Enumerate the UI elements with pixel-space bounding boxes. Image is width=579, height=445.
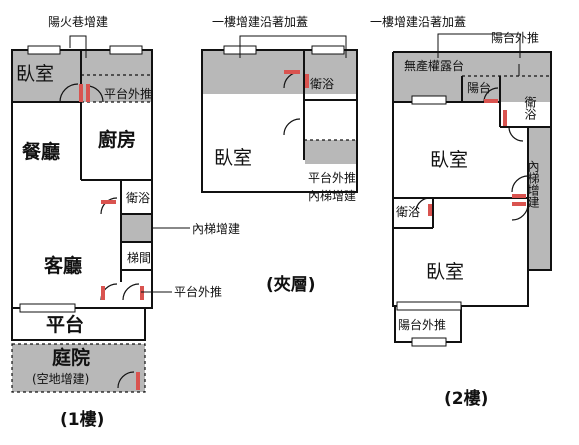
f1-kitchen-label: 廚房 bbox=[98, 128, 136, 151]
f2-bathroom-left-label: 衛浴 bbox=[396, 205, 420, 219]
f2-roof-leader bbox=[437, 33, 521, 58]
mz-roof-addition-label: 一樓增建沿著加蓋 bbox=[212, 14, 308, 29]
f2-terrace-label: 無產權露台 bbox=[404, 58, 464, 73]
f1-living-label: 客廳 bbox=[44, 254, 82, 277]
f2-balcony-push-top-label: 陽台外推 bbox=[491, 30, 539, 45]
f2-balcony-small-label: 陽台 bbox=[467, 80, 491, 95]
f1-fire-lane-leader bbox=[69, 35, 87, 58]
f1-courtyard-outline bbox=[11, 343, 146, 393]
f2-inner-stair-shade bbox=[528, 127, 550, 270]
mz-caption: (夾層) bbox=[266, 275, 316, 295]
f1-fire-lane-label: 陽火巷增建 bbox=[48, 15, 108, 29]
f1-stairs-label: 梯間 bbox=[127, 251, 151, 265]
f2-roof-addition-label: 一樓增建沿著加蓋 bbox=[370, 14, 466, 29]
mezzanine-plan: 一樓增建沿著加蓋 衛浴 臥室 平台外推 內梯增建 (夾層) bbox=[201, 14, 358, 295]
f2-bedroom-bottom-label: 臥室 bbox=[426, 261, 464, 283]
f1-courtyard-note: (空地增建) bbox=[32, 372, 89, 386]
f2-balcony-push-bottom-label: 陽台外推 bbox=[398, 317, 446, 332]
f1-door-accent-1 bbox=[79, 84, 83, 102]
f2-inner-stair-label: 內梯增建 bbox=[526, 160, 540, 209]
f2-terrace-shade bbox=[393, 52, 551, 102]
f1-dining-label: 餐廳 bbox=[22, 140, 60, 163]
f1-inner-stair-shade bbox=[121, 214, 153, 242]
f1-balcony-label: 平台 bbox=[46, 313, 84, 336]
f1-window-1 bbox=[27, 45, 61, 55]
mz-roof-leader bbox=[239, 35, 347, 58]
f1-door-bedroom bbox=[59, 83, 79, 103]
mz-inner-stair-label: 內梯增建 bbox=[308, 189, 356, 203]
f1-courtyard-shade bbox=[12, 344, 145, 392]
f1-courtyard-label: 庭院 bbox=[52, 346, 90, 369]
mz-bedroom-label: 臥室 bbox=[214, 147, 252, 169]
f1-balcony-wall bbox=[11, 307, 146, 341]
f1-balcony-push-top-label: 平台外推 bbox=[104, 86, 152, 101]
f1-window-2 bbox=[109, 45, 143, 55]
f1-caption: (1樓) bbox=[60, 409, 104, 430]
mz-balcony-push-label: 平台外推 bbox=[308, 170, 356, 185]
f2-bathroom-right-label: 衛浴 bbox=[523, 96, 537, 121]
f2-bedroom-top-label: 臥室 bbox=[430, 149, 468, 171]
f1-bedroom-label: 臥室 bbox=[16, 63, 54, 85]
mz-bathroom-label: 衛浴 bbox=[310, 77, 334, 91]
f2-caption: (2樓) bbox=[444, 388, 488, 409]
floor2-plan: 一樓增建沿著加蓋 陽台外推 無產權露台 陽台 衛浴 臥室 內梯增建 衛浴 臥室 … bbox=[370, 14, 552, 409]
mz-outer-wall bbox=[201, 49, 358, 193]
floor1-plan: 陽火巷增建 臥室 平台外推 餐廳 廚房 衛浴 內梯增建 客廳 梯間 平台外推 平… bbox=[11, 15, 240, 430]
f1-inner-stair-label: 內梯增建 bbox=[192, 222, 240, 236]
f1-window-3 bbox=[19, 303, 76, 313]
f1-balcony-push-bottom-label: 平台外推 bbox=[174, 284, 222, 299]
f1-bathroom-label: 衛浴 bbox=[126, 191, 150, 205]
f2-window-1 bbox=[411, 95, 447, 105]
